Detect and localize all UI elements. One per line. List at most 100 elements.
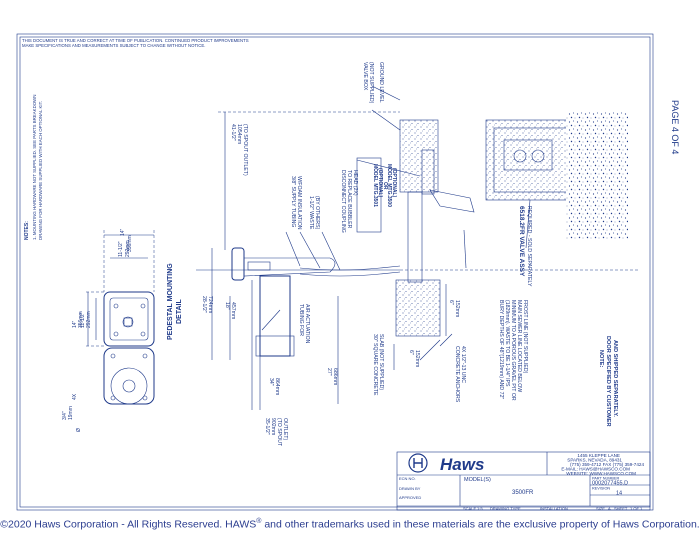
dim-inner-height: 11-1/2" bbox=[80, 312, 86, 328]
dim-27-in: 27" bbox=[326, 368, 332, 376]
pedestal-detail-title-1: PEDESTAL MOUNTING bbox=[167, 263, 174, 340]
trademark-text: and other trademarks used in these mater… bbox=[261, 518, 700, 531]
hole-dia-symbol: Ø bbox=[76, 428, 82, 432]
supply-tubing-label-1: 3/8" SUPPLY TUBING bbox=[290, 176, 296, 227]
notes-title: NOTES: bbox=[24, 221, 30, 240]
dim-inner-width-mm: 292mm bbox=[125, 240, 131, 257]
supply-tubing-label-2: W/FOAM INSULATION bbox=[296, 176, 302, 230]
dim-inner-height-mm: 292mm bbox=[86, 311, 92, 328]
door-note-line-1: DOOR SPECIFIED BY CUSTOMER bbox=[605, 336, 611, 427]
pedestal-detail-title-2: DETAIL bbox=[176, 299, 183, 324]
door-note-title: NOTE: bbox=[598, 350, 604, 368]
depth-6-a-mm: 152mm bbox=[454, 300, 460, 317]
dim-inner-width: 11-1/2" bbox=[118, 241, 124, 257]
pedestal-height-in: 28-1/2" bbox=[201, 296, 207, 313]
notes-line-2: DRAWING FOR HARDWARE SUPPLIED WITH EACH … bbox=[38, 101, 43, 240]
dim-35-note-2: OUTLET) bbox=[282, 418, 288, 440]
dim-34-mm: 864mm bbox=[274, 378, 280, 395]
label-drawing-type: DRAWING TYPE bbox=[490, 506, 521, 511]
copyright-footer: ©2020 Haws Corporation - All Rights Rese… bbox=[0, 518, 700, 531]
revision: 14 bbox=[616, 491, 622, 497]
revision-label: REVISION bbox=[592, 487, 610, 491]
bury-line-2: (1829mm). WASTE TO BE 1-1/4" IPS bbox=[504, 300, 510, 387]
registered-mark: ® bbox=[256, 518, 262, 525]
coupling-label-1: DISCONNECT COUPLING bbox=[340, 170, 346, 233]
anchors-label-2: 4X 1/2"-13 UNC bbox=[460, 346, 466, 383]
model-option-or: OR bbox=[382, 182, 388, 190]
slab-label-2: SLAB (NOT SUPPLIED) bbox=[378, 334, 384, 390]
valve-box-label-1: VALVE BOX bbox=[362, 62, 368, 91]
haws-logo-text: Haws bbox=[440, 455, 484, 474]
sheet-value: 1 OF 1 bbox=[630, 506, 643, 511]
model-option-2-note: (OPTIONAL) bbox=[391, 168, 397, 197]
dim-34-in: 34" bbox=[268, 378, 274, 386]
address-line-1: 1455 KLEPPE LANE bbox=[577, 453, 620, 458]
address-line-4: E-MAIL: HAWS@HAWSCO.COM bbox=[561, 467, 630, 472]
height-18-mm: 457mm bbox=[230, 302, 236, 319]
label-ecn: ECN NO. bbox=[399, 476, 416, 481]
disclaimer-line-1: THIS DOCUMENT IS TRUE AND CORRECT AT TIM… bbox=[22, 38, 249, 43]
notes-block: NOTES: 1. MOUNTING HARDWARE NOT SUPPLIED… bbox=[24, 95, 43, 240]
ground-level-label: GROUND LEVEL bbox=[378, 62, 384, 103]
bury-line-4: MAIN SEWER LINE LOCATED BELOW bbox=[516, 300, 522, 392]
copyright-text: ©2020 Haws Corporation - All Rights Rese… bbox=[0, 518, 257, 531]
address-line-2: SPARKS, NEVADA, 89431 bbox=[567, 458, 622, 463]
hole-dia: 3/4" bbox=[62, 411, 68, 420]
address-line-5: WEBSITE: WWW.HAWSCO.COM bbox=[566, 471, 636, 476]
model-value: 3500FR bbox=[512, 490, 534, 496]
dim-35-note-1: (TO SPOUT bbox=[276, 418, 282, 447]
bury-line-3: MINIMUM TO A POROUS GRAVEL PIT OR bbox=[510, 300, 516, 401]
address-line-3: (775) 359-4712 FAX (775) 359-7424 bbox=[570, 462, 645, 467]
label-size: SIZE bbox=[596, 506, 605, 511]
dim-27-mm: 686mm bbox=[332, 368, 338, 385]
spout-height-note: (TO SPOUT OUTLET) bbox=[242, 124, 248, 176]
dim-top-width: 14" bbox=[120, 228, 126, 236]
part-number: 0002077455.D bbox=[592, 481, 628, 487]
depth-6-b-in: 6" bbox=[408, 350, 414, 355]
tubing-air-label-2: AIR ACTUATION bbox=[304, 304, 310, 344]
valve-assy-label-1: 6518.2FR VALVE ASSY bbox=[518, 206, 525, 277]
waste-label-2: (BY OTHERS) bbox=[314, 196, 320, 230]
scale-value: 1:5 bbox=[477, 506, 483, 511]
pedestal-mounting-detail bbox=[86, 230, 155, 405]
hole-count: 4X bbox=[72, 393, 78, 400]
bury-line-1: BURY DEPTHS OF 48"(1219mm) AND 72" bbox=[498, 300, 504, 399]
depth-6-b-mm: 152mm bbox=[414, 350, 420, 367]
sheet-border bbox=[16, 33, 654, 511]
depth-6-a-in: 6" bbox=[448, 300, 454, 305]
pedestal-height-mm: 724mm bbox=[207, 296, 213, 313]
dim-height: 14" bbox=[72, 320, 78, 328]
coupling-label-3: HEAD (2X) bbox=[352, 170, 358, 196]
height-18-in: 18" bbox=[224, 302, 230, 310]
coupling-label-2: TO REPLACE BUBBLER bbox=[346, 170, 352, 229]
dim-height-mm: 356mm bbox=[78, 311, 84, 328]
dim-35-mm: 902mm bbox=[270, 418, 276, 435]
label-scale: SCALE bbox=[463, 506, 476, 511]
spout-height-in: 41-1/2" bbox=[230, 124, 236, 141]
tubing-air-label-1: TUBING FOR bbox=[298, 304, 304, 336]
label-drawn: DRAWN BY bbox=[399, 486, 421, 491]
waste-label-1: 1-1/2" WASTE bbox=[308, 196, 314, 230]
model-option-2: MODEL MTG.3500 bbox=[386, 164, 392, 207]
fountain-section-view bbox=[196, 85, 640, 410]
part-number-label: PART NUMBER bbox=[592, 477, 619, 481]
bury-line-5: FROST LINE (NOT SUPPLIED) bbox=[522, 300, 528, 374]
dim-top-width-mm: 356mm bbox=[127, 235, 133, 252]
label-approved: APPROVED bbox=[399, 495, 421, 500]
model-label: MODEL(S) bbox=[464, 477, 491, 483]
page-label: PAGE 4 OF 4 bbox=[670, 100, 680, 154]
anchors-label-1: CONCRETE ANCHORS bbox=[454, 346, 460, 403]
title-block bbox=[396, 451, 651, 511]
slab-label-1: 30" SQUARE CONCRETE bbox=[372, 334, 378, 396]
size-value: A bbox=[608, 506, 611, 511]
disclaimer-line-2: MAKE SPECIFICATIONS AND MEASUREMENTS SUB… bbox=[22, 43, 205, 48]
notes-line-1: 1. MOUNTING HARDWARE NOT SUPPLIED. SEE P… bbox=[32, 95, 37, 240]
hole-dia-mm: 19mm bbox=[68, 406, 74, 420]
model-option-1: MODEL MTG.3501 bbox=[372, 164, 378, 207]
drawing-type: INSTALLATION bbox=[540, 506, 568, 511]
sheet-border-inner bbox=[19, 36, 651, 508]
valve-box-label-2: (NOT SUPPLIED) bbox=[368, 62, 374, 104]
dim-35-in: 35-1/2" bbox=[264, 418, 270, 435]
valve-assy-label-2: REQUIRED - SOLD SEPARATELY bbox=[526, 206, 532, 287]
